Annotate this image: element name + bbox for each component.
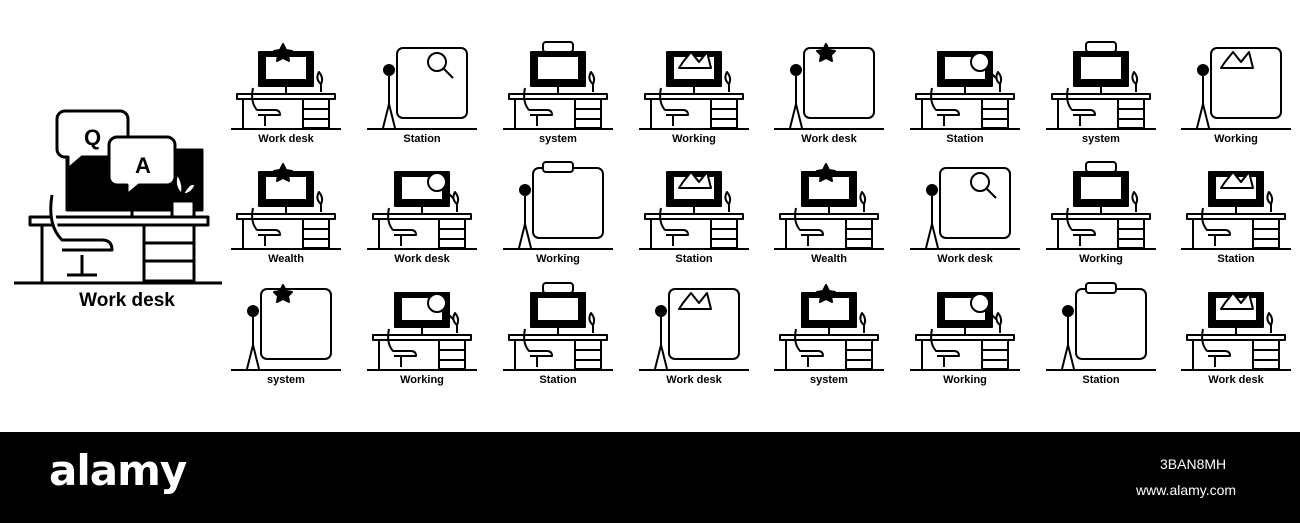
icon-label: system bbox=[1082, 133, 1120, 145]
icon-tile: Working bbox=[1175, 40, 1297, 156]
icon-tile: Station bbox=[904, 40, 1026, 156]
icon-label: Work desk bbox=[1208, 374, 1264, 386]
icon-tile: system bbox=[768, 281, 890, 397]
checklist-meeting-icon bbox=[639, 51, 749, 130]
svg-text:Q: Q bbox=[84, 125, 101, 150]
growth-chart-board-icon bbox=[503, 161, 613, 250]
presenter-board-icon bbox=[367, 47, 477, 130]
icon-label: Station bbox=[539, 374, 577, 386]
icon-label: system bbox=[810, 374, 848, 386]
icon-tile: Work desk bbox=[904, 160, 1026, 276]
icon-tile: system bbox=[497, 40, 619, 156]
magnifier-star-desk-icon bbox=[910, 167, 1020, 250]
document-meeting-icon bbox=[774, 163, 884, 250]
calculator-desk-icon bbox=[231, 43, 341, 130]
qa-monitor-desk-icon: Q A bbox=[14, 109, 222, 285]
icon-tile: Station bbox=[497, 281, 619, 397]
icon-label: Station bbox=[403, 133, 441, 145]
icon-label: Work desk bbox=[394, 253, 450, 265]
icon-tile: Working bbox=[904, 281, 1026, 397]
icon-label: Work desk bbox=[801, 133, 857, 145]
chain-link-board-icon bbox=[1046, 161, 1156, 250]
flag-star-desk-icon bbox=[1181, 292, 1291, 371]
notebook-meeting-icon bbox=[639, 171, 749, 250]
icon-tile: Working bbox=[1040, 160, 1162, 276]
icon-label: Station bbox=[1082, 374, 1120, 386]
icon-tile: Working bbox=[497, 160, 619, 276]
icon-tile: Station bbox=[1175, 160, 1297, 276]
qa-chart-meeting-icon bbox=[1181, 171, 1291, 250]
icon-label: Working bbox=[943, 374, 987, 386]
icon-label: Station bbox=[1217, 253, 1255, 265]
site-url: www.alamy.com bbox=[1136, 482, 1237, 498]
icon-tile: Working bbox=[361, 281, 483, 397]
icon-tile: Work desk bbox=[225, 40, 347, 156]
presenter-house-icon bbox=[910, 51, 1020, 130]
crown-desk-icon bbox=[231, 284, 341, 371]
icon-label: Work desk bbox=[666, 374, 722, 386]
icon-label: system bbox=[267, 374, 305, 386]
megaphone-presenter-icon bbox=[1046, 282, 1156, 371]
icon-tile: Station bbox=[633, 160, 755, 276]
globe-worker-icon bbox=[910, 292, 1020, 371]
qa-desk-icon bbox=[774, 43, 884, 130]
icon-label: Work desk bbox=[258, 133, 314, 145]
icon-tile: system bbox=[1040, 40, 1162, 156]
alamy-logo: alamy bbox=[49, 446, 187, 495]
headset-worker-icon bbox=[367, 292, 477, 371]
icon-label: Station bbox=[946, 133, 984, 145]
icon-tile: Working bbox=[633, 40, 755, 156]
trophy-presenter-icon bbox=[503, 282, 613, 371]
video-call-desk-icon bbox=[367, 171, 477, 250]
icon-label: Station bbox=[675, 253, 713, 265]
emotion-meeting-icon bbox=[1181, 47, 1291, 130]
building-desk-icon bbox=[1046, 41, 1156, 130]
icon-label: system bbox=[539, 133, 577, 145]
icon-label: Wealth bbox=[268, 253, 304, 265]
icon-label: Working bbox=[1079, 253, 1123, 265]
icon-tile: Work desk bbox=[1175, 281, 1297, 397]
icon-label: Work desk bbox=[937, 253, 993, 265]
hero-label: Work desk bbox=[79, 290, 175, 311]
globe-star-desk-icon bbox=[774, 284, 884, 371]
watermark-bar bbox=[0, 432, 1300, 523]
svg-text:A: A bbox=[135, 153, 151, 178]
icon-tile: Station bbox=[361, 40, 483, 156]
icon-tile: Work desk bbox=[361, 160, 483, 276]
icon-tile: Work desk bbox=[633, 281, 755, 397]
icon-tile: Station bbox=[1040, 281, 1162, 397]
chat-desk-icon bbox=[503, 41, 613, 130]
icon-tile: Wealth bbox=[225, 160, 347, 276]
icon-tile: Work desk bbox=[768, 40, 890, 156]
icon-tile: Wealth bbox=[768, 160, 890, 276]
icon-tile: system bbox=[225, 281, 347, 397]
team-meeting-icon bbox=[231, 163, 341, 250]
icon-label: Working bbox=[400, 374, 444, 386]
image-id: 3BAN8MH bbox=[1160, 456, 1227, 472]
icon-label: Working bbox=[536, 253, 580, 265]
megaphone-desk-icon bbox=[639, 288, 749, 371]
icon-label: Working bbox=[1214, 133, 1258, 145]
icon-label: Wealth bbox=[811, 253, 847, 265]
icon-label: Working bbox=[672, 133, 716, 145]
